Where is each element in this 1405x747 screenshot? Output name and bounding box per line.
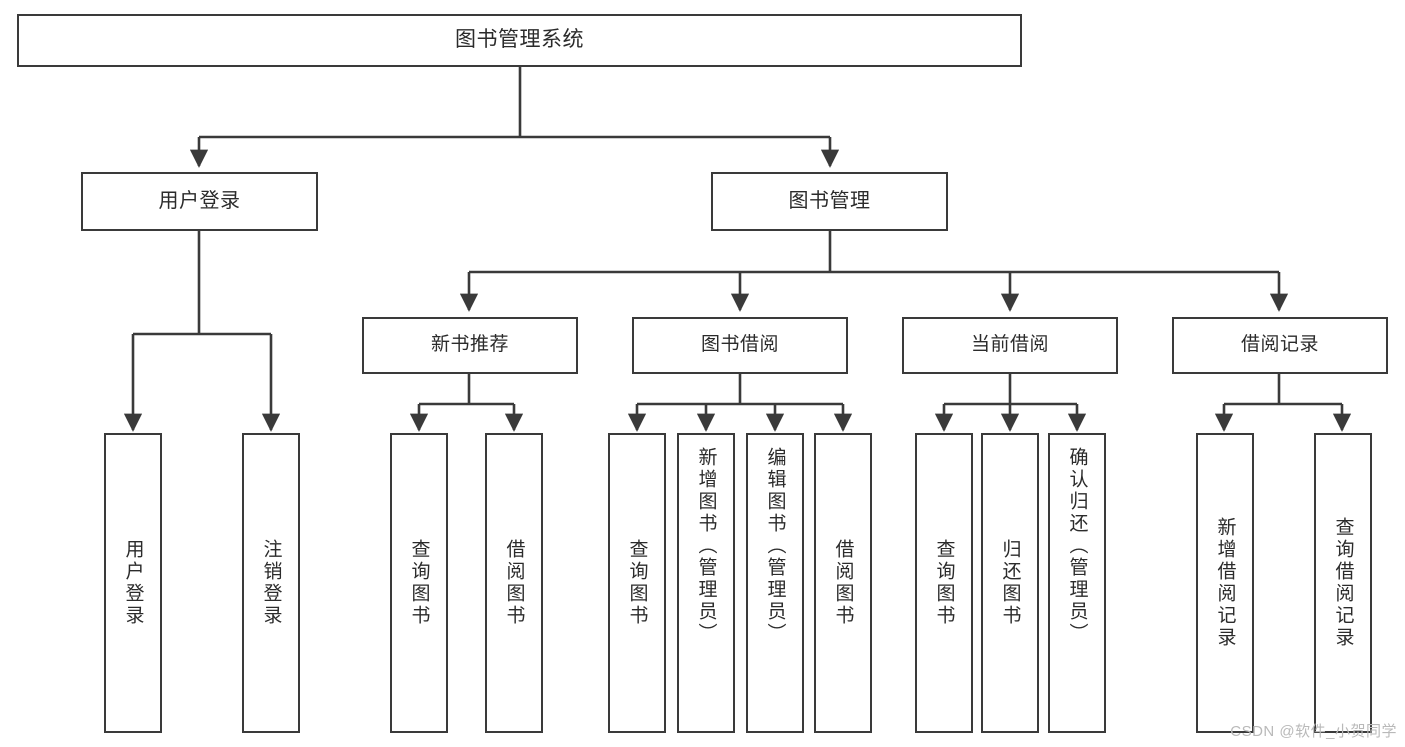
- node-leaf-borrow-book-2-label: 编辑图书（管理员）: [764, 447, 786, 645]
- node-root-label: 图书管理系统: [455, 28, 584, 52]
- node-leaf-borrow-book-3-label: 借阅图书: [832, 539, 854, 627]
- node-leaf-current-borrow-1-label: 归还图书: [999, 539, 1021, 627]
- node-borrow-book-label: 图书借阅: [700, 334, 779, 356]
- node-current-borrow[interactable]: 当前借阅: [902, 317, 1118, 374]
- node-leaf-new-book-0[interactable]: 查询图书: [390, 433, 448, 733]
- node-leaf-borrow-book-0[interactable]: 查询图书: [608, 433, 666, 733]
- node-leaf-user-login-1[interactable]: 注销登录: [242, 433, 300, 733]
- node-leaf-borrow-book-0-label: 查询图书: [626, 539, 648, 627]
- node-book-manage-label: 图书管理: [788, 189, 871, 212]
- node-leaf-borrow-book-1[interactable]: 新增图书（管理员）: [677, 433, 735, 733]
- node-leaf-current-borrow-0-label: 查询图书: [933, 539, 955, 627]
- node-borrow-record-label: 借阅记录: [1240, 334, 1319, 356]
- node-leaf-borrow-record-0[interactable]: 新增借阅记录: [1196, 433, 1254, 733]
- node-leaf-user-login-0-label: 用户登录: [122, 539, 144, 627]
- node-leaf-borrow-book-3[interactable]: 借阅图书: [814, 433, 872, 733]
- node-user-login[interactable]: 用户登录: [81, 172, 318, 231]
- node-leaf-borrow-book-2[interactable]: 编辑图书（管理员）: [746, 433, 804, 733]
- node-book-manage[interactable]: 图书管理: [711, 172, 948, 231]
- node-root[interactable]: 图书管理系统: [17, 14, 1022, 67]
- node-leaf-current-borrow-2[interactable]: 确认归还（管理员）: [1048, 433, 1106, 733]
- node-leaf-current-borrow-1[interactable]: 归还图书: [981, 433, 1039, 733]
- node-leaf-borrow-record-1[interactable]: 查询借阅记录: [1314, 433, 1372, 733]
- node-leaf-current-borrow-0[interactable]: 查询图书: [915, 433, 973, 733]
- node-new-book[interactable]: 新书推荐: [362, 317, 578, 374]
- node-leaf-new-book-1-label: 借阅图书: [503, 539, 525, 627]
- node-leaf-user-login-0[interactable]: 用户登录: [104, 433, 162, 733]
- node-leaf-current-borrow-2-label: 确认归还（管理员）: [1066, 447, 1088, 645]
- node-borrow-book[interactable]: 图书借阅: [632, 317, 848, 374]
- node-user-login-label: 用户登录: [158, 189, 241, 212]
- node-current-borrow-label: 当前借阅: [970, 334, 1049, 356]
- node-new-book-label: 新书推荐: [430, 334, 509, 356]
- node-leaf-borrow-record-1-label: 查询借阅记录: [1332, 517, 1354, 649]
- node-leaf-user-login-1-label: 注销登录: [260, 539, 282, 627]
- node-leaf-borrow-record-0-label: 新增借阅记录: [1214, 517, 1236, 649]
- node-borrow-record[interactable]: 借阅记录: [1172, 317, 1388, 374]
- node-leaf-borrow-book-1-label: 新增图书（管理员）: [695, 447, 717, 645]
- node-leaf-new-book-0-label: 查询图书: [408, 539, 430, 627]
- watermark: CSDN @软件_小贺同学: [1230, 723, 1397, 740]
- node-leaf-new-book-1[interactable]: 借阅图书: [485, 433, 543, 733]
